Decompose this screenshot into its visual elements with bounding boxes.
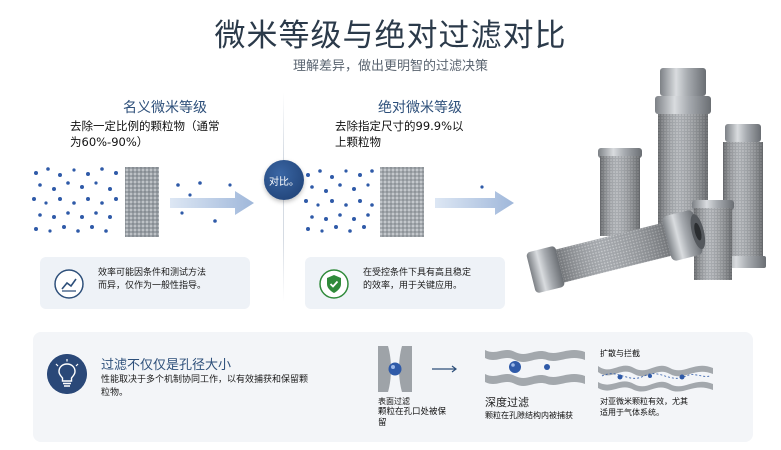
nominal-heading: 名义微米等级	[123, 100, 207, 116]
depth-filtration-illustration	[485, 350, 585, 386]
flow-arrow	[170, 191, 254, 215]
nominal-description: 去除一定比例的颗粒物（通常 为60%-90%）	[70, 119, 220, 149]
vs-badge: 对比。	[264, 160, 304, 200]
absolute-heading: 绝对微米等级	[378, 100, 462, 116]
diffusion-interception-illustration	[598, 365, 713, 392]
filter-inline-fitting	[526, 210, 706, 293]
absolute-info-box: 在受控条件下具有高且稳定 的效率，用于关键应用。	[305, 257, 505, 309]
nominal-info-box: 效率可能因条件和测试方法 而异，仅作为一般性指导。	[40, 257, 250, 309]
porous-media-block	[380, 167, 424, 237]
lightbulb-icon	[47, 354, 87, 394]
mechanisms-description: 性能取决于多个机制协同工作，以有效捕获和保留颗 粒物。	[101, 375, 309, 398]
absolute-filter-illustration	[304, 167, 514, 237]
particles-after	[176, 181, 232, 223]
page-subtitle: 理解差异，做出更明智的过滤决策	[292, 59, 488, 74]
filter-small	[692, 200, 734, 280]
surface-filtration: 表面过滤 颗粒在孔口处被保 留	[378, 397, 447, 428]
absolute-info-text: 在受控条件下具有高且稳定 的效率，用于关键应用。	[363, 268, 472, 291]
nominal-filter-illustration	[32, 167, 254, 237]
particles-before	[32, 167, 118, 233]
surface-filtration-illustration	[378, 346, 457, 392]
flow-arrow	[435, 191, 514, 215]
mechanisms-panel: 过滤不仅仅是孔径大小 性能取决于多个机制协同工作，以有效捕获和保留颗 粒物。 表…	[33, 332, 753, 442]
nominal-info-text: 效率可能因条件和测试方法 而异，仅作为一般性指导。	[98, 268, 207, 291]
particle-after	[480, 185, 484, 189]
page-title: 微米等级与绝对过滤对比	[214, 18, 567, 54]
diffusion-interception-title: 扩散与拦截	[600, 349, 640, 358]
particles-before	[304, 169, 374, 233]
mechanisms-title: 过滤不仅仅是孔径大小	[101, 358, 232, 373]
depth-filtration: 深度过滤 颗粒在孔隙结构内被捕获	[485, 396, 573, 420]
chart-icon	[54, 269, 84, 299]
filter-cup	[598, 148, 642, 236]
porous-media-block	[125, 167, 159, 237]
sintered-filter-product-image	[526, 68, 766, 293]
diffusion-interception: 对亚微米颗粒有效，尤其 适用于气体系统。	[600, 397, 688, 417]
shield-check-icon	[319, 269, 349, 299]
absolute-description: 去除指定尺寸的99.9%以 上颗粒物	[335, 119, 464, 149]
